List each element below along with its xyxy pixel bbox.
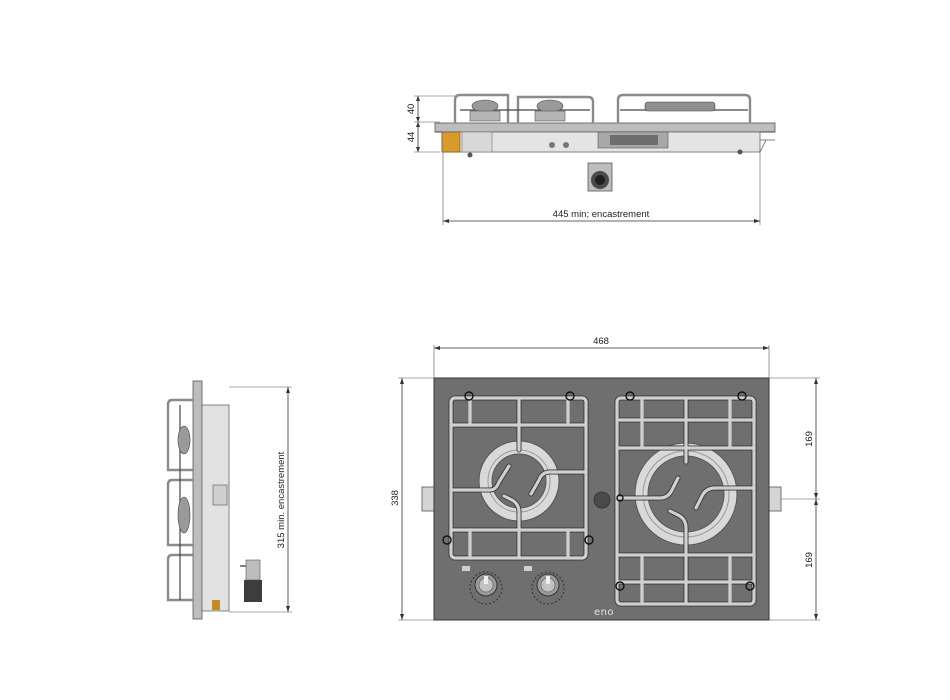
control-knob-right[interactable] [531,571,565,605]
dim-top-40: 40 [406,104,417,115]
gas-connector-side [245,559,261,581]
elevation-glass-plate [434,122,776,133]
dim-top-44: 44 [406,132,417,143]
pan-support-right [614,395,757,607]
fixing-bracket-left [421,486,435,512]
dim-cutout-width: 445 min; encastrement [553,209,650,220]
brand-logo: eno [594,607,614,618]
plan-view: eno 468 338 169 169 [390,336,820,621]
pan-support-left [448,395,589,561]
dim-front-half-bottom: 169 [804,552,815,568]
control-knob-left[interactable] [469,571,503,605]
dim-front-width: 468 [593,336,609,347]
center-vent [593,491,611,509]
side-view: 315 min. encastrement [166,380,292,620]
dim-front-half-top: 169 [804,431,815,447]
elevation-view: 40 44 445 min; encastrement [406,93,776,225]
dim-side-cutout: 315 min. encastrement [276,451,287,548]
dim-front-height: 338 [390,490,401,506]
fixing-bracket-right [768,486,782,512]
